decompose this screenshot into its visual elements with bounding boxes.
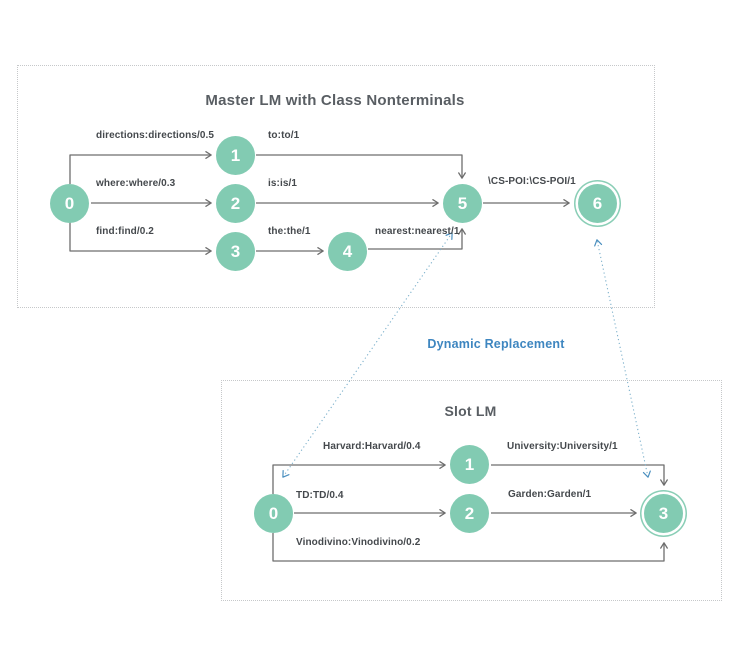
- master-edge-label-0-1: directions:directions/0.5: [96, 130, 215, 141]
- slot-edge-label-0-3: Vinodivino:Vinodivino/0.2: [296, 537, 421, 548]
- master-edge-0-1: [69, 151, 212, 184]
- master-state-5: 5: [443, 184, 482, 223]
- slot-lm-title: Slot LM: [444, 403, 497, 419]
- slot-edge-label-0-1: Harvard:Harvard/0.4: [323, 441, 421, 452]
- master-edge-label-5-6: \CS-POI:\CS-POI/1: [488, 176, 576, 187]
- replacement-link-slot3-6: [594, 239, 651, 478]
- master-state-4: 4: [328, 232, 367, 271]
- master-edge-label-4-5: nearest:nearest/1: [375, 226, 460, 237]
- slot-state-0: 0: [254, 494, 293, 533]
- master-edge-label-0-3: find:find/0.2: [96, 226, 154, 237]
- slot-edge-label-0-2: TD:TD/0.4: [296, 490, 344, 501]
- replacement-link-5-slot0: [282, 232, 453, 478]
- slot-state-1: 1: [450, 445, 489, 484]
- slot-edge-label-2-3: Garden:Garden/1: [508, 489, 592, 500]
- dynamic-replacement-label: Dynamic Replacement: [427, 337, 565, 351]
- master-edge-0-3: [69, 222, 212, 255]
- master-state-2: 2: [216, 184, 255, 223]
- master-edge-label-0-2: where:where/0.3: [96, 178, 176, 189]
- slot-lm-box: [221, 380, 722, 601]
- slot-edge-0-3: [272, 533, 668, 562]
- slot-state-3-final: 3: [644, 494, 683, 533]
- master-edge-1-5: [256, 154, 466, 179]
- master-state-0: 0: [50, 184, 89, 223]
- master-edge-label-1-5: to:to/1: [268, 130, 300, 141]
- slot-state-2: 2: [450, 494, 489, 533]
- master-edge-label-2-5: is:is/1: [268, 178, 298, 189]
- master-state-1: 1: [216, 136, 255, 175]
- master-state-3: 3: [216, 232, 255, 271]
- slot-edge-label-1-3: University:University/1: [507, 441, 618, 452]
- master-state-6-final: 6: [578, 184, 617, 223]
- master-lm-title: Master LM with Class Nonterminals: [205, 92, 465, 109]
- slot-edge-1-3: [491, 464, 668, 486]
- master-edge-label-3-4: the:the/1: [268, 226, 311, 237]
